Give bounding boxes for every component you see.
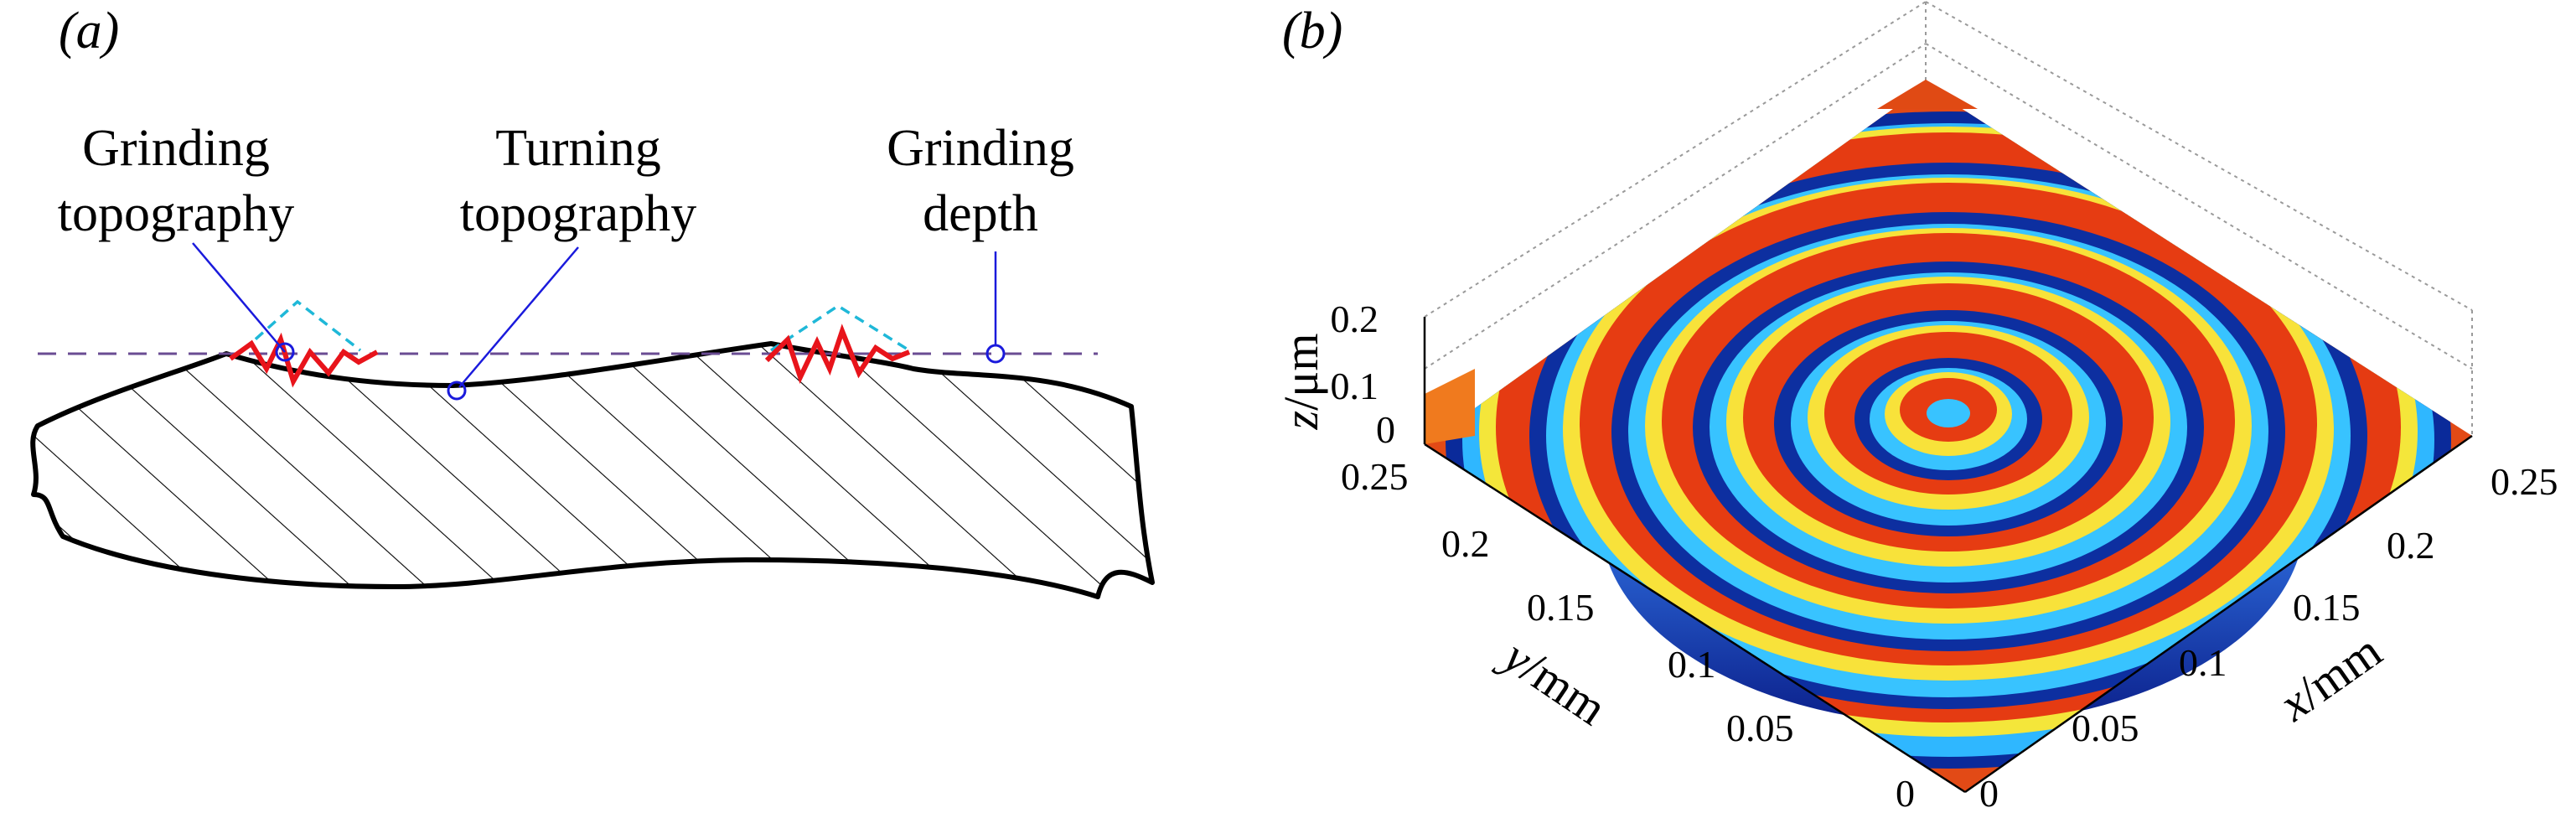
x-axis-label: x/mm (2268, 624, 2391, 733)
svg-text:y/mm: y/mm (1491, 626, 1616, 736)
workpiece-body (30, 341, 1155, 599)
y-tick-0.2: 0.2 (1441, 522, 1490, 565)
y-tick-0.25: 0.25 (1341, 455, 1409, 498)
turning-peak-right (770, 303, 910, 352)
x-tick-0.05: 0.05 (2072, 707, 2139, 749)
panel-b-label: (b) (1282, 3, 1343, 60)
z-tick-0.2: 0.2 (1331, 298, 1379, 340)
grinding-depth-label: Grinding depth (887, 120, 1074, 242)
z-tick-0.1: 0.1 (1331, 365, 1379, 407)
top-peak (1877, 80, 1978, 109)
y-axis-label: y/mm (1491, 626, 1616, 736)
leader-grinding-topography (192, 242, 295, 362)
workpiece-cross-section (30, 341, 1155, 599)
z-tick-0: 0 (1376, 408, 1395, 451)
x-tick-0: 0 (1979, 772, 1999, 813)
turning-topography-label: Turning topography (459, 120, 697, 242)
leader-grinding-depth (985, 251, 1006, 364)
grinding-zigzag-left (229, 332, 379, 388)
surface-plot (1423, 1, 2473, 794)
panel-a-label: (a) (59, 3, 120, 60)
leader-turning-topography (447, 246, 579, 401)
left-edge-strip (1425, 369, 1475, 444)
x-tick-0.15: 0.15 (2293, 586, 2361, 629)
y-tick-0.05: 0.05 (1726, 707, 1794, 749)
grinding-topography-label: Grinding topography (57, 120, 295, 242)
x-tick-0.2: 0.2 (2387, 524, 2435, 567)
y-tick-0.15: 0.15 (1527, 586, 1595, 629)
x-tick-0.25: 0.25 (2491, 460, 2558, 503)
svg-text:x/mm: x/mm (2268, 624, 2391, 733)
grinding-zigzag-right (764, 324, 911, 385)
y-tick-0: 0 (1896, 772, 1915, 813)
z-axis-label: z/μm (1274, 334, 1328, 431)
x-tick-0.1: 0.1 (2179, 641, 2227, 684)
turning-peak-left (241, 299, 362, 352)
svg-text:z/μm: z/μm (1274, 334, 1328, 431)
y-tick-0.1: 0.1 (1668, 643, 1716, 686)
